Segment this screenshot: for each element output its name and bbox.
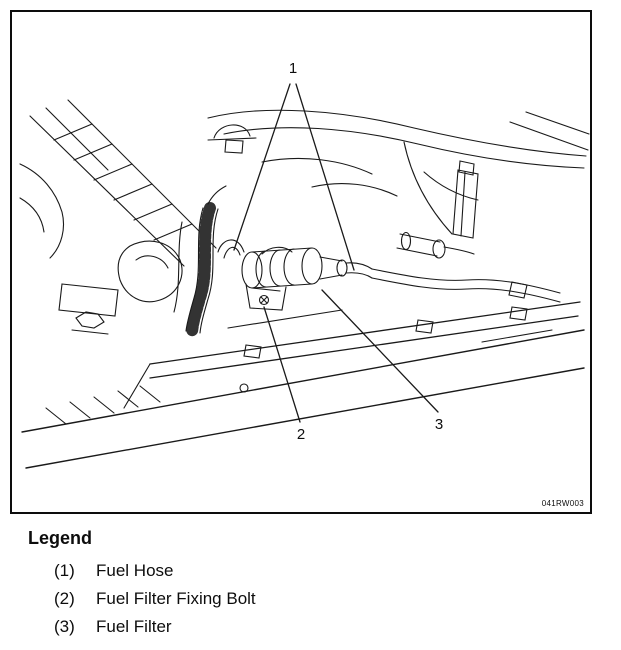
legend-item-number: (2) xyxy=(54,589,75,608)
bracket-right xyxy=(452,160,479,239)
legend-item-fixing-bolt: (2) Fuel Filter Fixing Bolt xyxy=(28,585,588,613)
bodywork-hatch-topleft xyxy=(29,99,217,267)
legend-item-label: Fuel Filter xyxy=(96,617,172,636)
engine-components-left xyxy=(19,163,183,335)
fuel-line-pipe xyxy=(371,268,561,303)
body-contours-top xyxy=(207,109,590,235)
callout-leader-lines xyxy=(233,83,439,423)
callout-2-fixing-bolt: 2 xyxy=(296,426,306,443)
fuel-hoses xyxy=(217,239,373,279)
fuel-filter-shape xyxy=(241,246,348,289)
figure-reference-code: 041RW003 xyxy=(541,499,584,508)
legend-item-fuel-hose: (1) Fuel Hose xyxy=(28,557,588,585)
legend-item-label: Fuel Hose xyxy=(96,561,174,580)
callout-1-fuel-hose: 1 xyxy=(288,60,298,77)
legend: Legend (1) Fuel Hose (2) Fuel Filter Fix… xyxy=(28,528,588,641)
legend-item-label: Fuel Filter Fixing Bolt xyxy=(96,589,256,608)
fuel-filter-diagram-drawing xyxy=(19,83,590,469)
callout-3-fuel-filter: 3 xyxy=(434,416,444,433)
filter-bracket-and-bolt xyxy=(227,283,343,329)
quick-connect-fitting xyxy=(396,231,475,259)
fuel-filter-diagram: 1 2 3 041RW003 xyxy=(10,10,592,514)
rocker-panel-band xyxy=(123,301,581,409)
legend-item-fuel-filter: (3) Fuel Filter xyxy=(28,613,588,641)
legend-item-number: (3) xyxy=(54,617,75,636)
legend-item-number: (1) xyxy=(54,561,75,580)
legend-title: Legend xyxy=(28,528,93,548)
frame-rails-bottom xyxy=(21,329,585,469)
corrugated-hose xyxy=(185,185,227,338)
